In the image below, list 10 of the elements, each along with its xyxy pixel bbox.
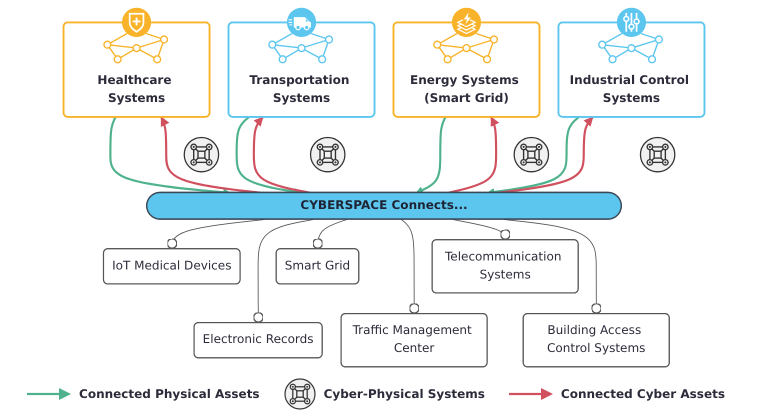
arrow bbox=[416, 116, 446, 194]
node-circle bbox=[310, 136, 346, 172]
legend-label: Connected Physical Assets bbox=[79, 387, 260, 401]
connector bbox=[400, 219, 420, 314]
node-circle bbox=[640, 136, 676, 172]
node-circle bbox=[184, 136, 220, 172]
legend-label: Connected Cyber Assets bbox=[560, 387, 725, 401]
node-circle bbox=[514, 136, 550, 172]
connector bbox=[312, 219, 348, 250]
legend-label: Cyber-Physical Systems bbox=[324, 387, 485, 401]
